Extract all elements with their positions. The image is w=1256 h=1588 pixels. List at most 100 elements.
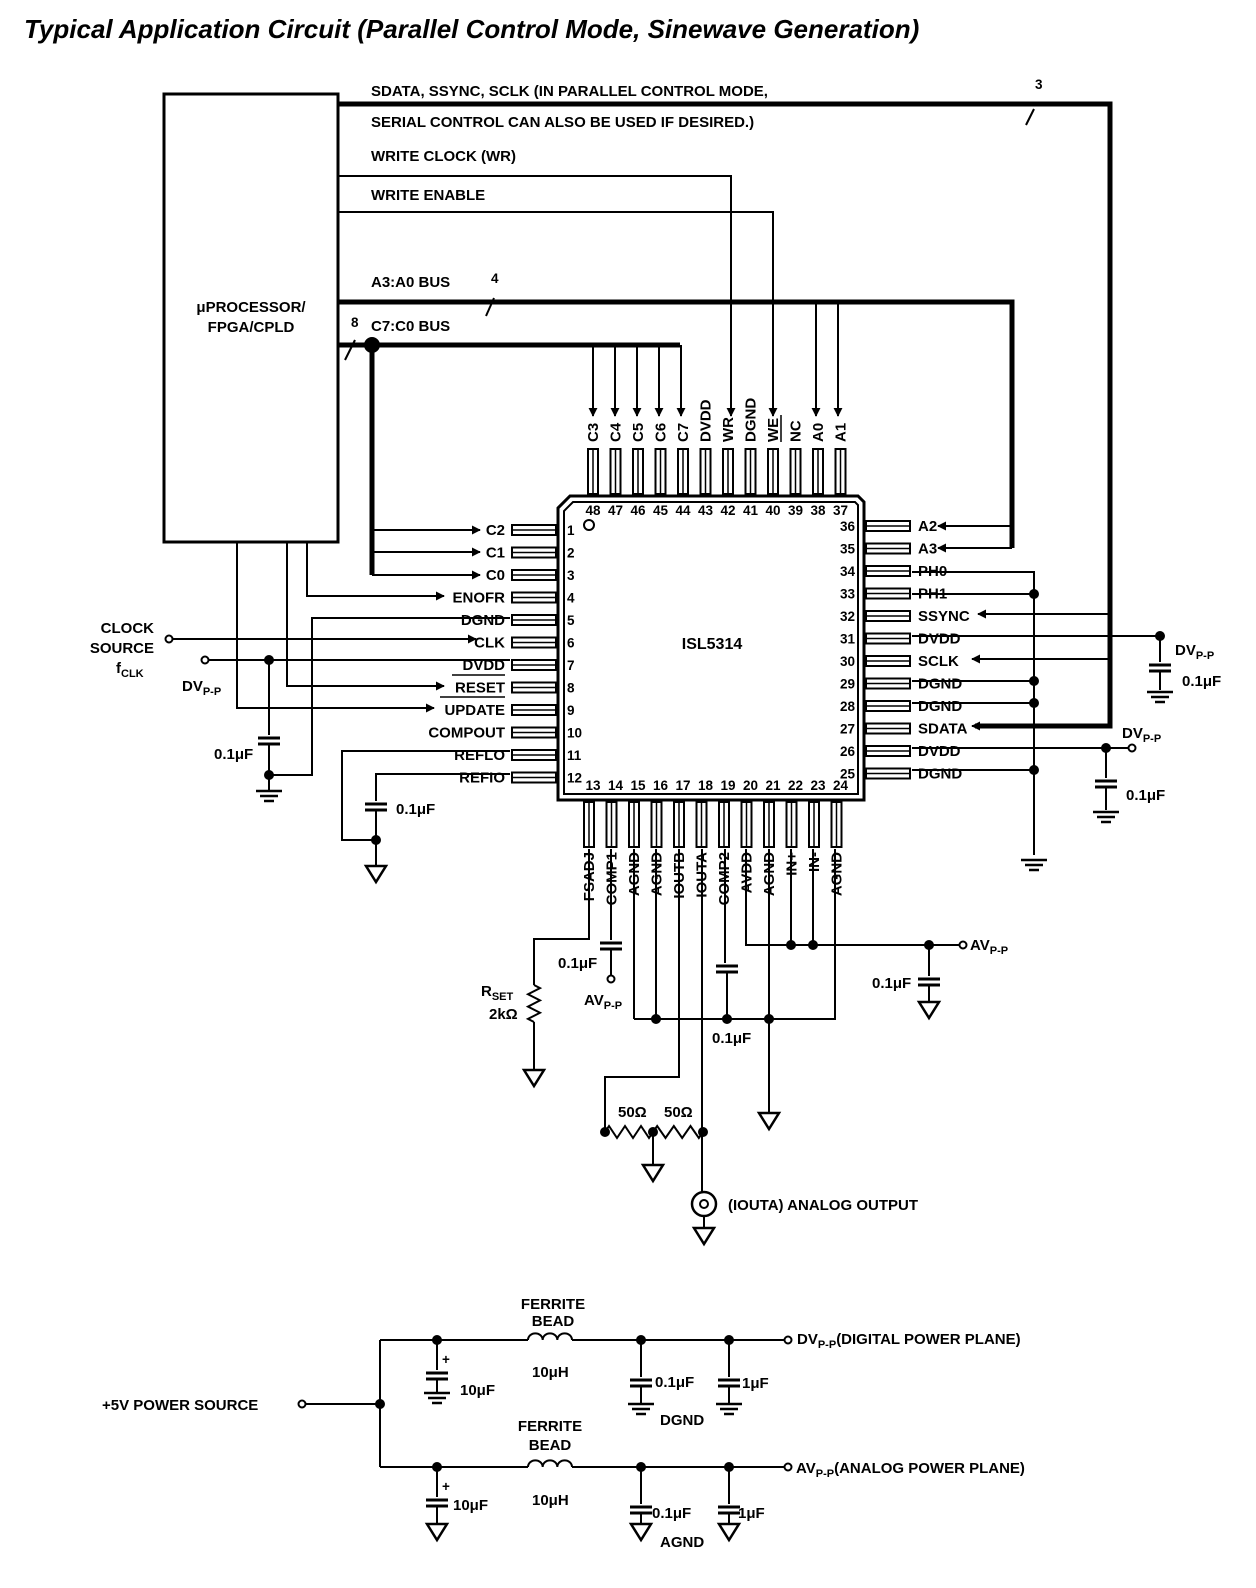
r50-label-1: 50Ω bbox=[618, 1104, 647, 1121]
pin-number-28: 28 bbox=[840, 699, 856, 714]
pin-number-13: 13 bbox=[585, 778, 601, 793]
output-ground bbox=[691, 1226, 717, 1247]
pin-label-PH1: PH1 bbox=[918, 586, 947, 603]
pin-label-DGND: DGND bbox=[461, 612, 505, 629]
junction-dot bbox=[1029, 698, 1039, 708]
pin-number-16: 16 bbox=[653, 778, 669, 793]
pin-label-C4: C4 bbox=[608, 422, 625, 442]
right-dvpp-label-1: DVP-P bbox=[1175, 642, 1214, 662]
pin-label-PH0: PH0 bbox=[918, 563, 947, 580]
write-enable-wire bbox=[338, 211, 778, 417]
pin-number-26: 26 bbox=[840, 744, 856, 759]
ioutb-wire bbox=[604, 849, 680, 1132]
cap10-label-1: 10μF bbox=[460, 1382, 495, 1399]
av-ground-3 bbox=[716, 1522, 742, 1543]
junction-dot bbox=[1029, 676, 1039, 686]
data-bus-label: C7:C0 BUS bbox=[371, 318, 450, 335]
pin-number-5: 5 bbox=[567, 613, 575, 628]
avdd-wire bbox=[745, 849, 960, 946]
avpp-plane-terminal bbox=[783, 1462, 793, 1472]
pin-number-10: 10 bbox=[567, 726, 582, 741]
pin-label-DVDD: DVDD bbox=[698, 399, 715, 442]
avdd-cap-label: 0.1μF bbox=[872, 975, 911, 992]
fclk-label: fCLK bbox=[116, 660, 144, 680]
pin-number-34: 34 bbox=[840, 564, 856, 579]
pin-number-32: 32 bbox=[840, 609, 855, 624]
pin-number-19: 19 bbox=[720, 778, 735, 793]
pin-label-DGND: DGND bbox=[743, 398, 760, 442]
pin-label-DGND: DGND bbox=[918, 698, 962, 715]
right-dvpp-terminal bbox=[1127, 743, 1137, 753]
pin-number-9: 9 bbox=[567, 703, 575, 718]
pin-number-35: 35 bbox=[840, 542, 856, 557]
chip-body bbox=[556, 494, 866, 802]
pin-number-14: 14 bbox=[608, 778, 624, 793]
pin-number-46: 46 bbox=[630, 503, 646, 518]
enofr-wire bbox=[306, 542, 445, 601]
serial-bus-slash bbox=[1025, 108, 1035, 126]
pin-number-17: 17 bbox=[675, 778, 690, 793]
refio-wire bbox=[375, 773, 510, 801]
pin-number-31: 31 bbox=[840, 632, 856, 647]
rset-label: RSET bbox=[481, 983, 514, 1003]
pin-label-AGND: AGND bbox=[829, 852, 846, 896]
avpp-label: AVP-P bbox=[970, 937, 1008, 957]
junction-dot bbox=[371, 835, 381, 845]
pin-number-3: 3 bbox=[567, 568, 575, 583]
ferrite-label-2a: FERRITE bbox=[518, 1418, 582, 1435]
data-bus-width: 8 bbox=[351, 315, 359, 330]
ferrite-label-2b: BEAD bbox=[529, 1437, 572, 1454]
pin-number-30: 30 bbox=[840, 654, 855, 669]
pin-label-IN+: IN+ bbox=[784, 852, 801, 876]
junction-dot bbox=[1029, 765, 1039, 775]
refio-ground bbox=[363, 864, 389, 885]
pin-number-40: 40 bbox=[765, 503, 780, 518]
pin-label-DVDD: DVDD bbox=[918, 743, 961, 760]
write-clock-label: WRITE CLOCK (WR) bbox=[371, 148, 516, 165]
pin-number-22: 22 bbox=[788, 778, 803, 793]
dgnd-left-wire bbox=[269, 617, 510, 776]
r50-1 bbox=[604, 1124, 654, 1140]
pin-label-AGND: AGND bbox=[761, 852, 778, 896]
pin-label-COMP2: COMP2 bbox=[716, 852, 733, 905]
clock-source-terminal bbox=[164, 634, 174, 644]
addr-bus bbox=[338, 299, 1015, 548]
cap01-label-1: 0.1μF bbox=[655, 1374, 694, 1391]
pin-label-DVDD: DVDD bbox=[462, 657, 505, 674]
pin-number-23: 23 bbox=[810, 778, 826, 793]
ferrite-label-1a: FERRITE bbox=[521, 1296, 585, 1313]
pin-number-29: 29 bbox=[840, 677, 855, 692]
r50-label-2: 50Ω bbox=[664, 1104, 693, 1121]
pin-number-37: 37 bbox=[833, 503, 848, 518]
pin-number-43: 43 bbox=[698, 503, 714, 518]
pin-number-6: 6 bbox=[567, 636, 575, 651]
pin-number-42: 42 bbox=[720, 503, 735, 518]
pin-number-8: 8 bbox=[567, 681, 575, 696]
pin-label-SSYNC: SSYNC bbox=[918, 608, 970, 625]
av-ground-1 bbox=[424, 1522, 450, 1543]
pin-label-NC: NC bbox=[788, 420, 805, 442]
comp2-cap-label: 0.1μF bbox=[712, 1030, 751, 1047]
pin-number-27: 27 bbox=[840, 722, 855, 737]
chip-name: ISL5314 bbox=[682, 636, 743, 653]
reset-wire bbox=[286, 542, 445, 691]
pin-number-7: 7 bbox=[567, 658, 575, 673]
avdd-ground bbox=[916, 1000, 942, 1021]
comp1-av-terminal bbox=[606, 974, 616, 984]
data-bus-junction bbox=[364, 337, 380, 353]
pin-label-C7: C7 bbox=[675, 423, 692, 442]
pin-number-21: 21 bbox=[765, 778, 781, 793]
pin-number-39: 39 bbox=[788, 503, 803, 518]
analog-output-connector bbox=[699, 1199, 709, 1209]
serial-bus-label-2: SERIAL CONTROL CAN ALSO BE USED IF DESIR… bbox=[371, 114, 754, 131]
clock-source-label-1: CLOCK bbox=[101, 620, 154, 637]
pin-number-36: 36 bbox=[840, 519, 856, 534]
processor-label-1: μPROCESSOR/ bbox=[196, 299, 306, 316]
junction-dot bbox=[1029, 589, 1039, 599]
pin-number-33: 33 bbox=[840, 587, 856, 602]
cap1-label-1: 1μF bbox=[742, 1375, 769, 1392]
refio-cap-label: 0.1μF bbox=[396, 801, 435, 818]
power-source-label: +5V POWER SOURCE bbox=[102, 1397, 258, 1414]
ferrite-label-1b: BEAD bbox=[532, 1313, 575, 1330]
pin-label-COMP1: COMP1 bbox=[604, 852, 621, 905]
